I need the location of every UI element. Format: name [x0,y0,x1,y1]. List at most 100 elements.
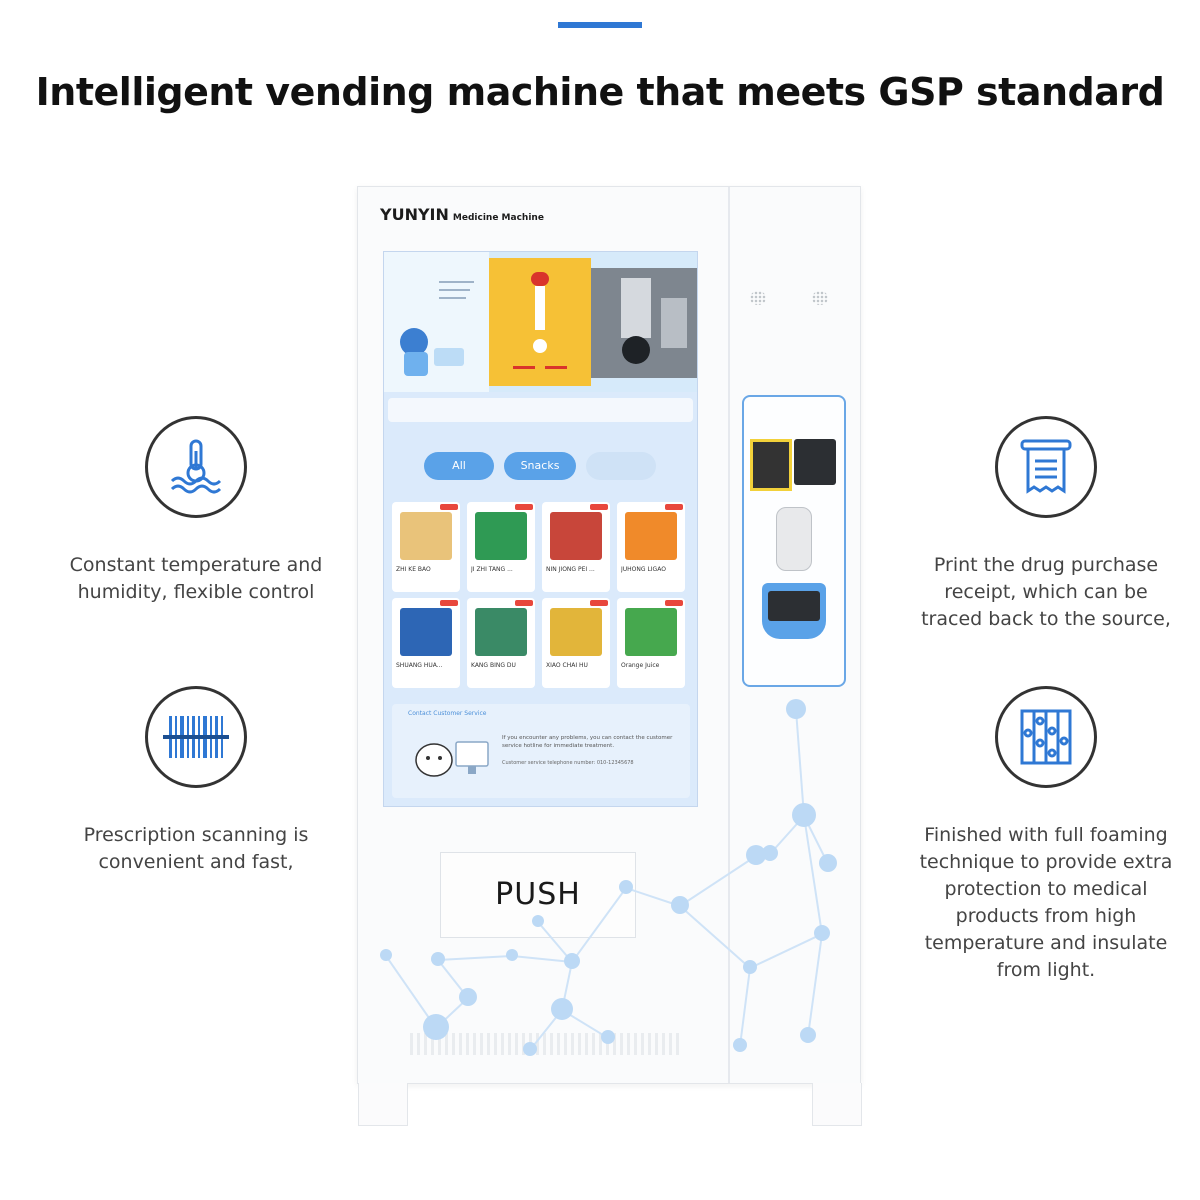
feature-temperature: Constant temperature and humidity, flexi… [66,416,326,606]
molecule-bond [437,959,469,999]
molecule-node [564,953,580,969]
insulation-panel-icon [995,686,1097,788]
molecule-bond [679,905,751,969]
banner-right-image [591,268,697,378]
thermometer-water-icon [145,416,247,518]
molecule-bond [807,933,823,1037]
sale-tag [515,504,533,510]
product-name: Orange Juice [621,662,660,669]
support-label[interactable]: Contact Customer Service [408,710,487,717]
product-card[interactable]: XIAO CHAI HU [542,598,610,688]
molecule-node [506,949,518,961]
feature-foaming: Finished with full foaming technique to … [916,686,1176,984]
customer-service-panel: Contact Customer Service If you encounte… [392,704,690,798]
product-name: ZHI KE BAO [396,566,431,573]
product-image [475,512,527,560]
promo-banner[interactable] [384,252,697,392]
molecule-node [819,854,837,872]
feature-receipt: Print the drug purchase receipt, which c… [916,416,1176,633]
molecule-node [792,803,816,827]
page-title: Intelligent vending machine that meets G… [35,70,1165,114]
molecule-bond [803,815,829,865]
molecule-bond [769,815,805,855]
category-tabs: All Snacks [396,452,697,486]
sale-tag [440,504,458,510]
product-image [550,608,602,656]
product-card[interactable]: ZHI KE BAO [392,502,460,592]
sale-tag [665,504,683,510]
tab-snacks[interactable]: Snacks [504,452,576,480]
product-card[interactable]: SHUANG HUA... [392,598,460,688]
molecule-node [746,845,766,865]
molecule-node [762,845,778,861]
molecule-node [380,949,392,961]
pickup-slot[interactable] [762,583,826,639]
molecule-bond [803,815,823,935]
molecule-bond [511,955,573,963]
product-image [400,512,452,560]
molecule-node [671,896,689,914]
touch-screen[interactable]: All Snacks ZHI KE BAO JI ZHI TANG ... NIN … [383,251,698,807]
tab-all[interactable]: All [424,452,494,480]
support-message: If you encounter any problems, you can c… [502,735,673,749]
product-card[interactable]: Orange Juice [617,598,685,688]
molecule-bond [749,933,823,969]
feature-temperature-text: Constant temperature and humidity, flexi… [69,554,323,603]
product-card[interactable]: NIN JIONG PEI ... [542,502,610,592]
banner-left-image [384,252,489,392]
receipt-icon [995,416,1097,518]
sale-tag [590,600,608,606]
feature-scanning-text: Prescription scanning is convenient and … [83,824,309,873]
product-name: KANG BING DU [471,662,516,669]
coin-slot[interactable] [776,507,812,571]
push-label: PUSH [495,877,581,912]
feature-scanning: Prescription scanning is convenient and … [66,686,326,876]
sale-tag [440,600,458,606]
sale-tag [665,600,683,606]
product-image [550,512,602,560]
product-card[interactable]: KANG BING DU [467,598,535,688]
accent-bar [558,22,642,28]
product-image [400,608,452,656]
molecule-node [743,960,757,974]
molecule-bond [437,955,513,961]
bottom-vent [410,1033,680,1055]
pickup-slot-opening [768,591,820,621]
speaker-right-icon [812,291,828,305]
product-card[interactable]: JI ZHI TANG ... [467,502,535,592]
product-name: JUHONG LIGAO [621,566,666,573]
banner-mid-image [489,258,591,386]
brand-subtitle: Medicine Machine [452,213,544,223]
machine-foot-left [358,1083,408,1126]
product-card[interactable]: JUHONG LIGAO [617,502,685,592]
product-name: SHUANG HUA... [396,662,443,669]
sale-tag [590,504,608,510]
process-steps-bar [388,398,693,422]
product-image [625,512,677,560]
product-name: JI ZHI TANG ... [471,566,513,573]
sale-tag [515,600,533,606]
payment-panel [742,395,846,687]
feature-receipt-text: Print the drug purchase receipt, which c… [921,554,1171,630]
prescription-scanner[interactable] [750,439,792,491]
molecule-bond [385,955,437,1029]
support-phone: Customer service telephone number: 010-1… [502,760,634,766]
tab-more[interactable] [586,452,656,480]
receipt-printer [794,439,836,485]
product-image [625,608,677,656]
push-door[interactable]: PUSH [440,852,636,938]
feature-foaming-text: Finished with full foaming technique to … [919,824,1173,981]
product-name: XIAO CHAI HU [546,662,588,669]
mascot-icon [412,732,492,788]
molecule-node [786,699,806,719]
molecule-bond [561,961,573,1011]
product-image [475,608,527,656]
barcode-scan-icon [145,686,247,788]
brand-name: YUNYIN [380,205,449,224]
molecule-bond [795,709,805,817]
molecule-bond [679,855,757,907]
molecule-node [459,988,477,1006]
molecule-node [733,1038,747,1052]
molecule-node [800,1027,816,1043]
